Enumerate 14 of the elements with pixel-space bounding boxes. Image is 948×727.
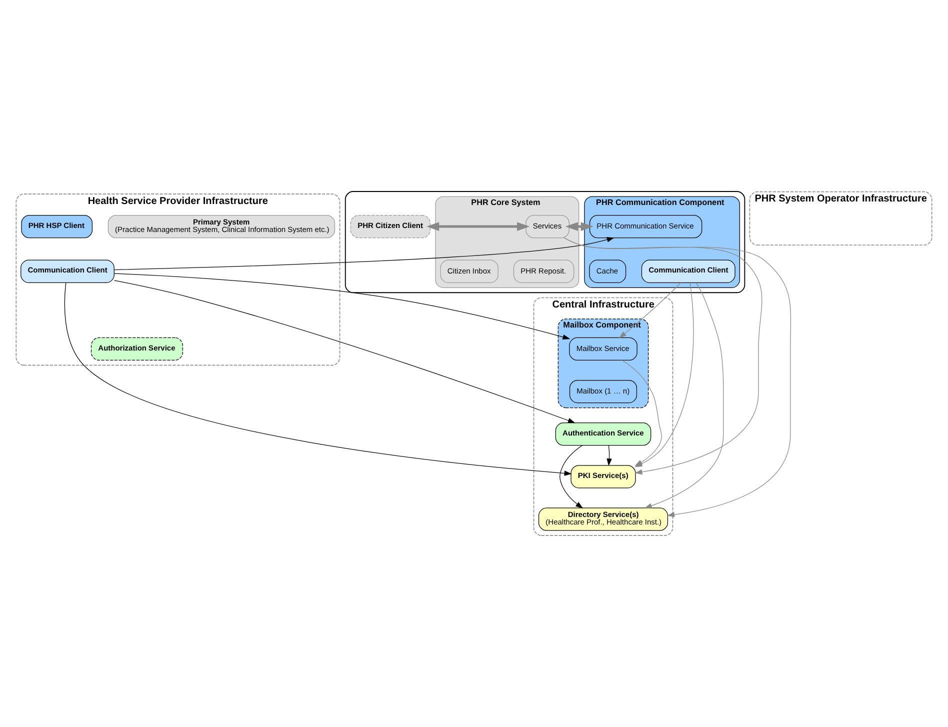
node-box: PHR System Operator Infrastructure [749, 191, 932, 246]
arrow [564, 238, 792, 518]
arrow [114, 280, 576, 424]
arrow [618, 282, 682, 338]
cluster [344, 191, 746, 294]
arrow [114, 237, 614, 270]
arrow [644, 282, 724, 508]
arrow [64, 282, 572, 476]
arrow [560, 445, 584, 508]
arrow [564, 238, 762, 475]
arrow [426, 222, 530, 231]
arrow [565, 222, 594, 231]
arrow [606, 445, 612, 466]
arrow [114, 273, 570, 340]
